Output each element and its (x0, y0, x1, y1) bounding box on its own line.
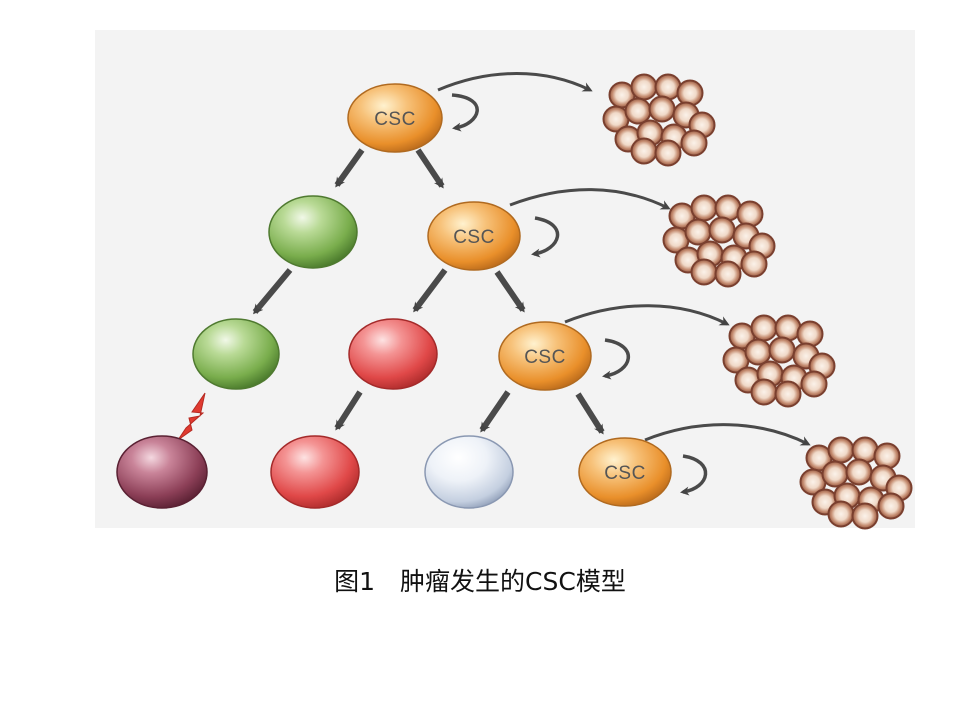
arrow-csc1-to-green (334, 148, 365, 188)
tumor-formation-arrows (437, 72, 811, 446)
self-renewal-arrow-3 (602, 338, 630, 380)
tumor-cell (648, 95, 676, 123)
tumor-cell (690, 258, 718, 286)
tumor-cell (676, 79, 704, 107)
tumor-cell (654, 139, 682, 167)
tumor-cell (630, 137, 658, 165)
tumor-cell (684, 218, 712, 246)
self-renewal-arrows (451, 93, 708, 496)
tumor-cluster-3 (722, 314, 836, 408)
self-renewal-arrow-2 (531, 216, 560, 258)
tumor-cell (744, 338, 772, 366)
arrow-csc2-to-red (412, 268, 448, 313)
csc-model-diagram: CSC CSC CSC (116, 72, 913, 530)
arrow-csc1-to-tumor1 (437, 72, 593, 92)
tumor-cluster-4 (799, 436, 913, 530)
csc-cell-4: CSC (578, 437, 672, 507)
tumor-cell (708, 216, 736, 244)
tumor-cell (768, 336, 796, 364)
arrow-csc4-to-tumor4 (644, 423, 811, 446)
tumor-cell (873, 442, 901, 470)
tumor-cell (690, 194, 718, 222)
tumor-cell (827, 436, 855, 464)
arrow-csc3-to-tumor3 (564, 304, 730, 326)
differentiation-arrows (252, 148, 605, 435)
tumor-cluster-1 (602, 73, 716, 167)
self-renewal-arrow-1 (451, 93, 479, 132)
tumor-cell (750, 314, 778, 342)
tumor-cell (740, 250, 768, 278)
tumor-cell (800, 370, 828, 398)
tumor-cell (750, 378, 778, 406)
differentiated-cell-red-2 (270, 435, 360, 509)
tumor-cell (796, 320, 824, 348)
senescent-cell-maroon (116, 435, 208, 509)
tumor-clusters (602, 73, 913, 530)
differentiated-cell-light (424, 435, 514, 509)
csc-cell-1: CSC (347, 83, 443, 153)
tumor-cell (714, 194, 742, 222)
tumor-cell (736, 200, 764, 228)
lightning-icon (177, 392, 206, 441)
progenitor-cell-green-2 (192, 318, 280, 390)
figure-caption: 图1 肿瘤发生的CSC模型 (334, 567, 626, 596)
tumor-cell (774, 380, 802, 408)
arrow-csc3-to-light (479, 390, 511, 433)
arrow-csc2-to-tumor2 (509, 188, 671, 210)
differentiated-cell-red-1 (348, 318, 438, 390)
arrow-green-to-green2 (252, 268, 293, 315)
arrow-csc3-to-csc4 (575, 392, 605, 435)
tumor-cell (827, 500, 855, 528)
tumor-cell (630, 73, 658, 101)
self-renewal-arrow-4 (680, 454, 708, 496)
csc-label: CSC (604, 463, 646, 484)
csc-label: CSC (524, 347, 566, 368)
tumor-cell (851, 436, 879, 464)
tumor-cell (851, 502, 879, 530)
arrow-csc2-to-csc3 (494, 270, 526, 313)
progenitor-cell-green-1 (268, 195, 358, 269)
tumor-cell (845, 458, 873, 486)
tumor-cell (624, 97, 652, 125)
arrow-csc1-to-csc2 (415, 148, 445, 189)
csc-label: CSC (374, 109, 416, 130)
tumor-cell (714, 260, 742, 288)
csc-cell-2: CSC (427, 201, 521, 271)
tumor-cell (680, 129, 708, 157)
cells: CSC CSC CSC (116, 83, 672, 509)
tumor-cell (821, 460, 849, 488)
tumor-cell (877, 492, 905, 520)
csc-label: CSC (453, 227, 495, 248)
csc-cell-3: CSC (498, 321, 592, 391)
tumor-cluster-2 (662, 194, 776, 288)
arrow-red-to-red2 (334, 390, 363, 431)
tumor-cell (654, 73, 682, 101)
tumor-cell (774, 314, 802, 342)
